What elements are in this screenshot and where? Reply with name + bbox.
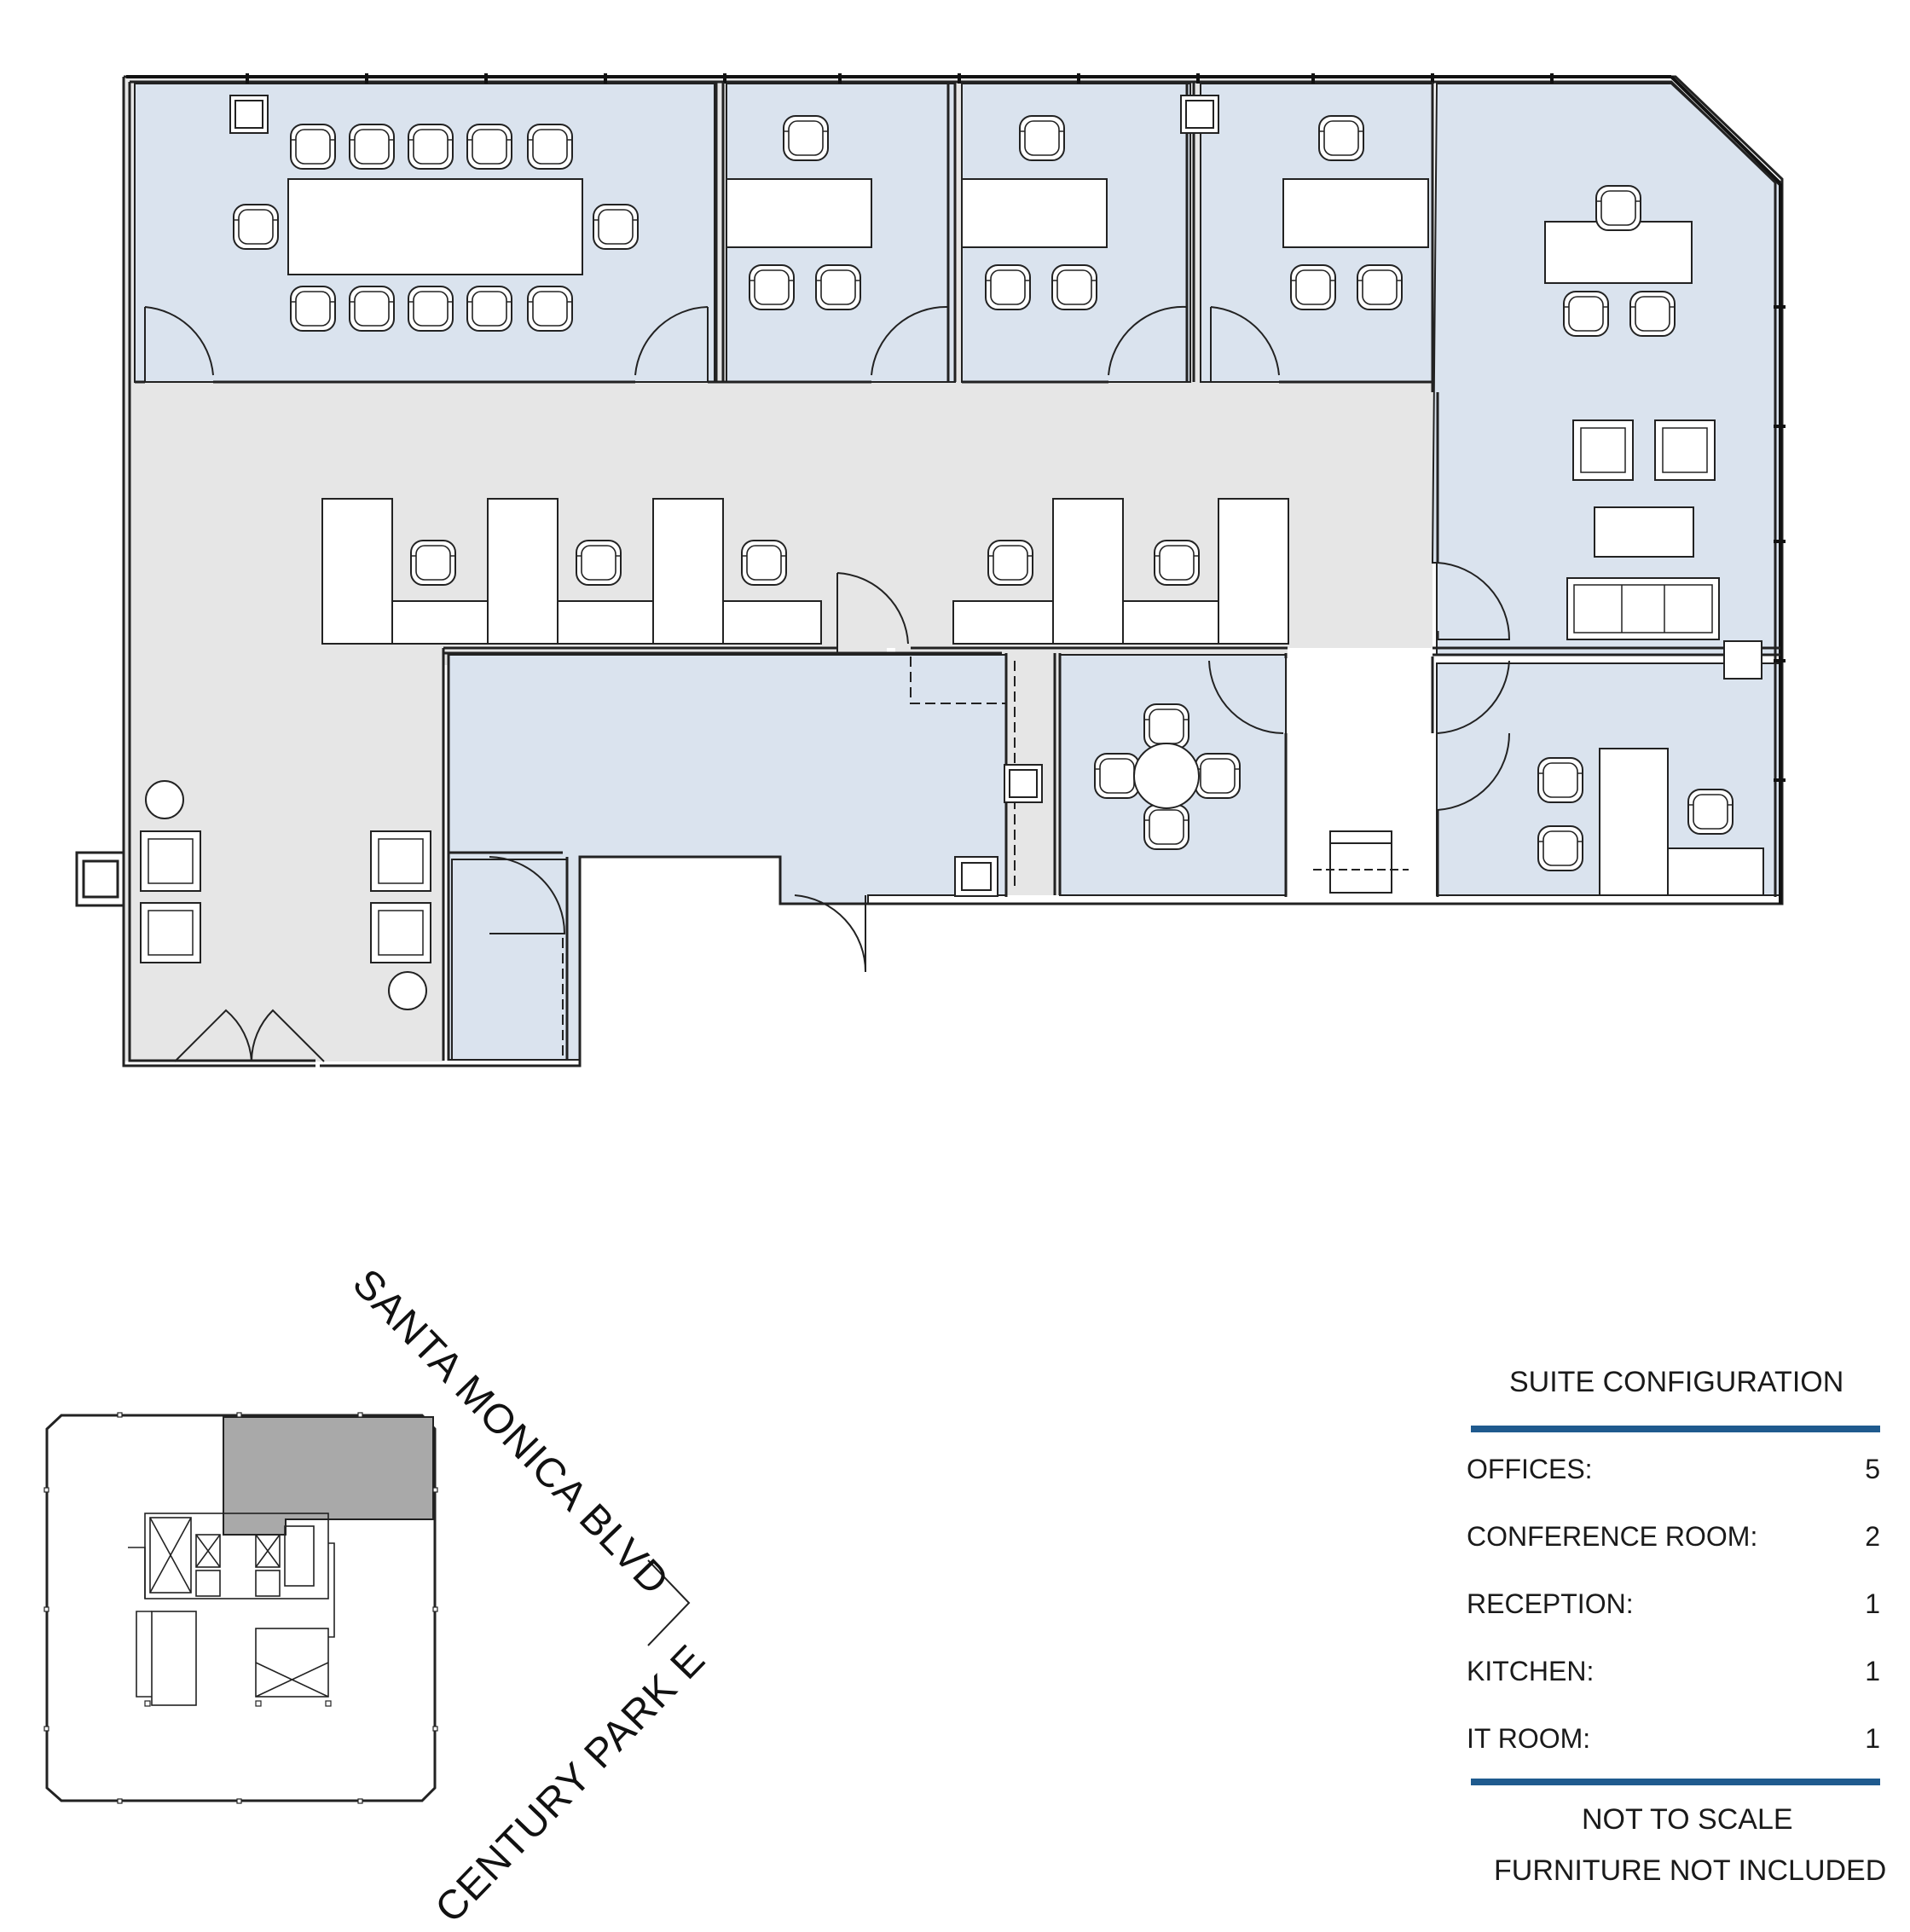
legend-rule-bottom	[1471, 1779, 1880, 1785]
note-not-to-scale: NOT TO SCALE	[1582, 1803, 1793, 1836]
legend-row-value: 2	[1865, 1521, 1880, 1552]
key-plan	[43, 1412, 438, 1804]
legend-row-offices: OFFICES: 5	[1467, 1454, 1880, 1488]
legend-rule-top	[1471, 1426, 1880, 1432]
legend-row-label: KITCHEN:	[1467, 1656, 1595, 1686]
legend-row-label: CONFERENCE ROOM:	[1467, 1521, 1758, 1552]
utility-boxes	[229, 95, 1219, 134]
corner-marker	[647, 1559, 691, 1646]
legend-row-kitchen: KITCHEN: 1	[1467, 1656, 1880, 1690]
office-desks	[726, 178, 1693, 284]
legend-row-reception: RECEPTION: 1	[1467, 1588, 1880, 1623]
legend-row-value: 1	[1865, 1588, 1880, 1619]
window-mullions	[126, 75, 1782, 904]
mullion-ticks	[246, 73, 1786, 782]
interior-walls	[135, 82, 1780, 1061]
legend-row-label: RECEPTION:	[1467, 1588, 1634, 1619]
conference-table	[287, 178, 583, 275]
door-swings	[144, 305, 1511, 1062]
note-furniture-not-included: FURNITURE NOT INCLUDED	[1494, 1854, 1887, 1887]
legend-row-label: OFFICES:	[1467, 1454, 1593, 1484]
legend-row-it-room: IT ROOM: 1	[1467, 1723, 1880, 1757]
legend-title: SUITE CONFIGURATION	[1509, 1366, 1844, 1398]
legend-row-value: 1	[1865, 1656, 1880, 1686]
executive-lounge	[1566, 419, 1762, 680]
office-bottom-right	[1537, 748, 1764, 896]
legend-row-value: 5	[1865, 1454, 1880, 1484]
kitchen-fixtures	[954, 764, 1409, 897]
round-table-set	[1094, 703, 1241, 850]
reception-furniture	[140, 780, 431, 1010]
legend-row-conference-room: CONFERENCE ROOM: 2	[1467, 1521, 1880, 1555]
workstations	[321, 498, 1289, 645]
legend-row-value: 1	[1865, 1723, 1880, 1754]
legend-row-label: IT ROOM:	[1467, 1723, 1591, 1754]
